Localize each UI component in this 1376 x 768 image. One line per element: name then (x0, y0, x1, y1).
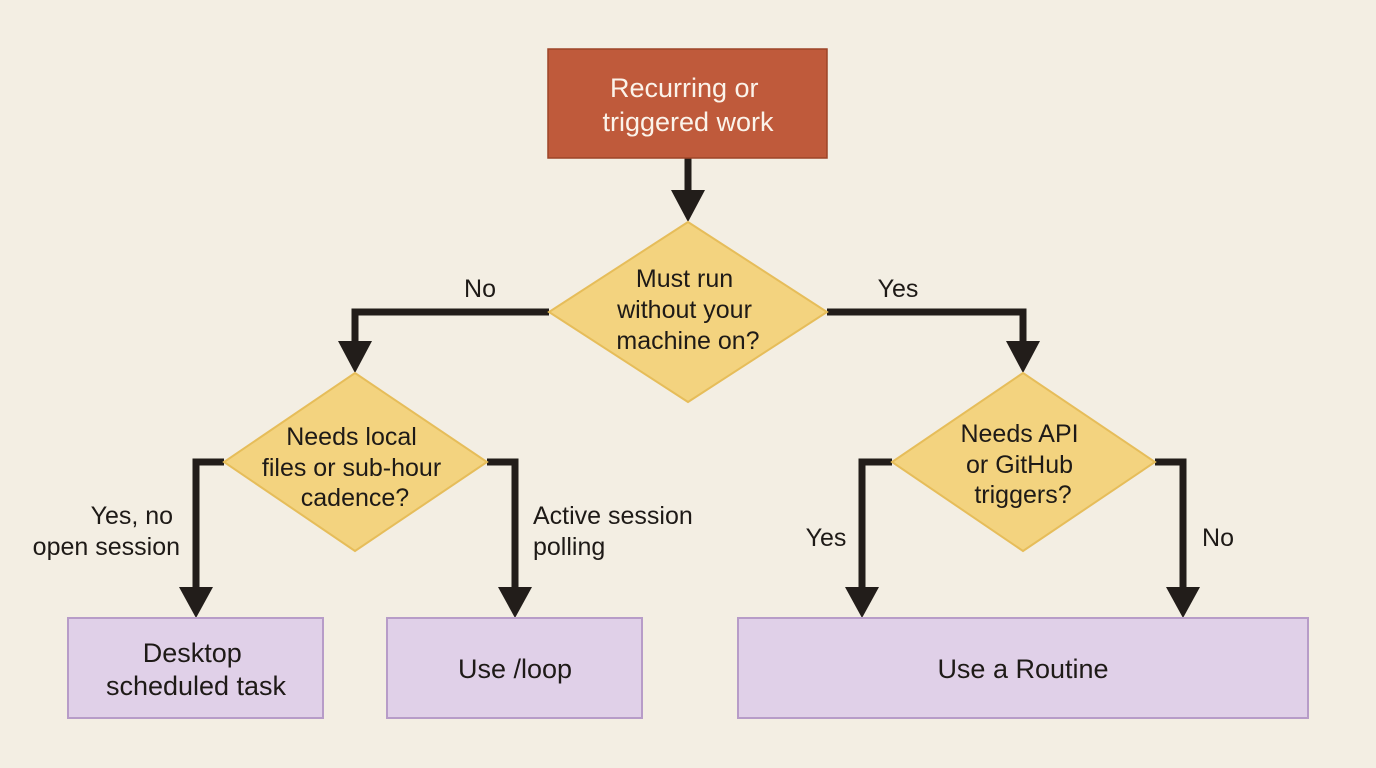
edge-label-api-no: No (1202, 524, 1234, 552)
connector-local-active (487, 458, 519, 590)
start-label-line-1: Recurring or (610, 73, 759, 103)
arrowhead-local-active (498, 587, 532, 618)
connector-local-yes (192, 458, 224, 590)
start-box (547, 48, 828, 159)
connector-machine-no (351, 308, 549, 344)
connector-machine-yes (827, 308, 1027, 344)
arrowhead-machine-yes (1006, 341, 1040, 373)
edge-labels: No Yes Yes, no open session Active sessi… (33, 275, 1234, 561)
edge-label-machine-no: No (464, 275, 496, 303)
decision-local-diamond (222, 371, 489, 553)
edge-label-machine-yes-line-1: Yes (878, 275, 919, 303)
decision-machine-line-1: Must run (636, 265, 733, 293)
edge-label-api-yes: Yes (806, 524, 847, 552)
outcome-routine-line-1: Use a Routine (937, 654, 1108, 684)
outcome-routine-node: Use a Routine (737, 617, 1309, 719)
outcome-desktop-line-1: Desktop (143, 638, 242, 668)
decision-machine-node: Must run without your machine on? (547, 220, 829, 404)
outcome-loop-box (386, 617, 643, 719)
edge-label-local-active-line-2: polling (533, 533, 605, 561)
arrowhead-machine-no (338, 341, 372, 373)
edge-label-api-no-line-1: No (1202, 524, 1234, 552)
edge-label-local-yes: Yes, no open session (33, 502, 180, 561)
decision-api-line-3: triggers? (974, 481, 1071, 509)
outcome-loop-label: Use /loop (458, 654, 572, 684)
decision-local-line-3: cadence? (301, 484, 409, 512)
decision-machine-line-2: without your (616, 296, 752, 324)
outcome-desktop-node: Desktop scheduled task (67, 617, 324, 719)
start-label-line-2: triggered work (602, 107, 774, 137)
outcome-desktop-label: Desktop scheduled task (106, 638, 287, 701)
arrowhead-local-yes (179, 587, 213, 618)
edge-label-api-yes-line-1: Yes (806, 524, 847, 552)
arrowhead-start-to-machine (671, 190, 705, 222)
arrowhead-api-yes (845, 587, 879, 618)
connectors (179, 158, 1200, 618)
decision-api-line-1: Needs API (960, 420, 1078, 448)
decision-local-node: Needs local files or sub-hour cadence? (222, 371, 489, 553)
outcome-loop-line-1: Use /loop (458, 654, 572, 684)
decision-api-label: Needs API or GitHub triggers? (960, 420, 1085, 509)
outcome-desktop-box (67, 617, 324, 719)
edge-label-local-yes-line-2: open session (33, 533, 180, 561)
decision-machine-diamond (547, 220, 829, 404)
outcome-desktop-line-2: scheduled task (106, 671, 287, 701)
decision-local-line-2: files or sub-hour (262, 454, 441, 482)
edge-label-local-yes-line-1: Yes, no (91, 502, 173, 530)
decision-api-line-2: or GitHub (966, 451, 1073, 479)
decision-machine-line-3: machine on? (616, 327, 759, 355)
decision-local-label: Needs local files or sub-hour cadence? (262, 423, 448, 512)
start-node: Recurring or triggered work (547, 48, 828, 159)
arrowhead-api-no (1166, 587, 1200, 618)
connector-api-yes (858, 458, 892, 590)
edge-label-machine-yes: Yes (878, 275, 919, 303)
outcome-loop-node: Use /loop (386, 617, 643, 719)
decision-api-diamond (890, 371, 1157, 553)
connector-api-no (1155, 458, 1187, 590)
start-label: Recurring or triggered work (602, 73, 774, 137)
outcome-routine-box (737, 617, 1309, 719)
outcome-routine-label: Use a Routine (937, 654, 1108, 684)
decision-local-line-1: Needs local (286, 423, 417, 451)
decision-machine-label: Must run without your machine on? (616, 265, 759, 355)
edge-label-local-active: Active session polling (533, 502, 700, 561)
edge-label-local-active-line-1: Active session (533, 502, 693, 530)
edge-label-machine-no-line-1: No (464, 275, 496, 303)
decision-api-node: Needs API or GitHub triggers? (890, 371, 1157, 553)
